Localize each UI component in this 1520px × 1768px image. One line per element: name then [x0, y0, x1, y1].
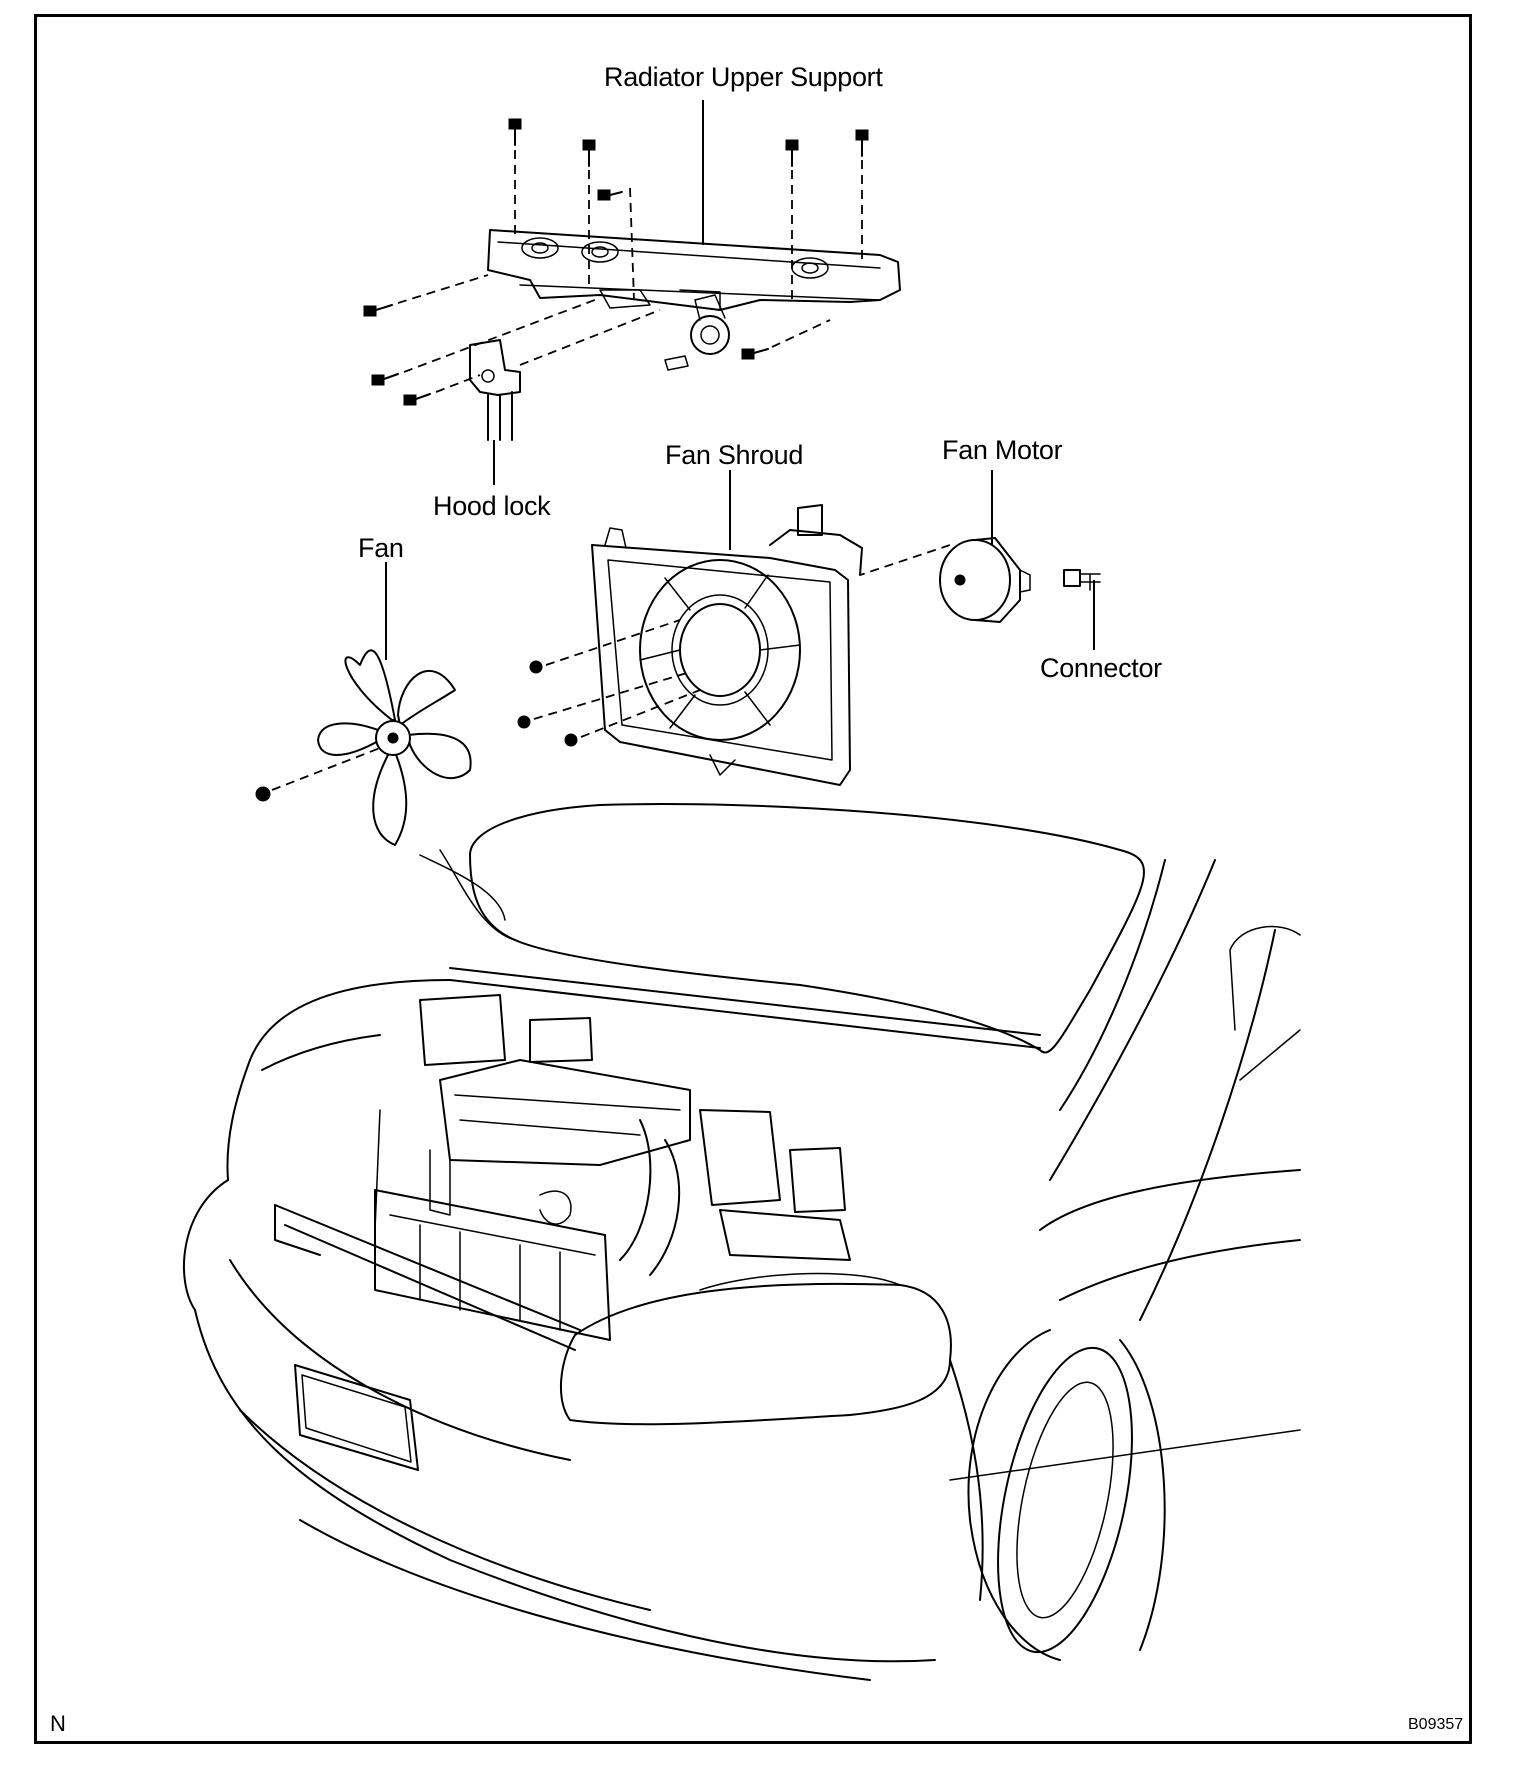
fan-shroud [591, 504, 863, 786]
hood-lock [469, 339, 521, 441]
label-fan-shroud: Fan Shroud [665, 440, 804, 470]
label-fan: Fan [358, 533, 404, 563]
figure-code: B09357 [1408, 1716, 1464, 1733]
label-fan-motor: Fan Motor [942, 435, 1063, 465]
fan [255, 649, 472, 846]
label-connector: Connector [1040, 653, 1162, 683]
car-body [183, 803, 1301, 1681]
horn [690, 294, 730, 355]
label-hood-lock: Hood lock [433, 491, 551, 521]
upper-support-bolts [363, 118, 869, 406]
leader-lines [385, 100, 1095, 660]
diagram-frame [34, 14, 1472, 1744]
corner-mark: N [50, 1711, 66, 1736]
label-radiator-upper-support: Radiator Upper Support [604, 62, 883, 92]
radiator-upper-support [487, 229, 901, 311]
connector [1063, 569, 1101, 591]
fan-motor [859, 537, 1031, 623]
fan-shroud-screws [517, 619, 701, 747]
